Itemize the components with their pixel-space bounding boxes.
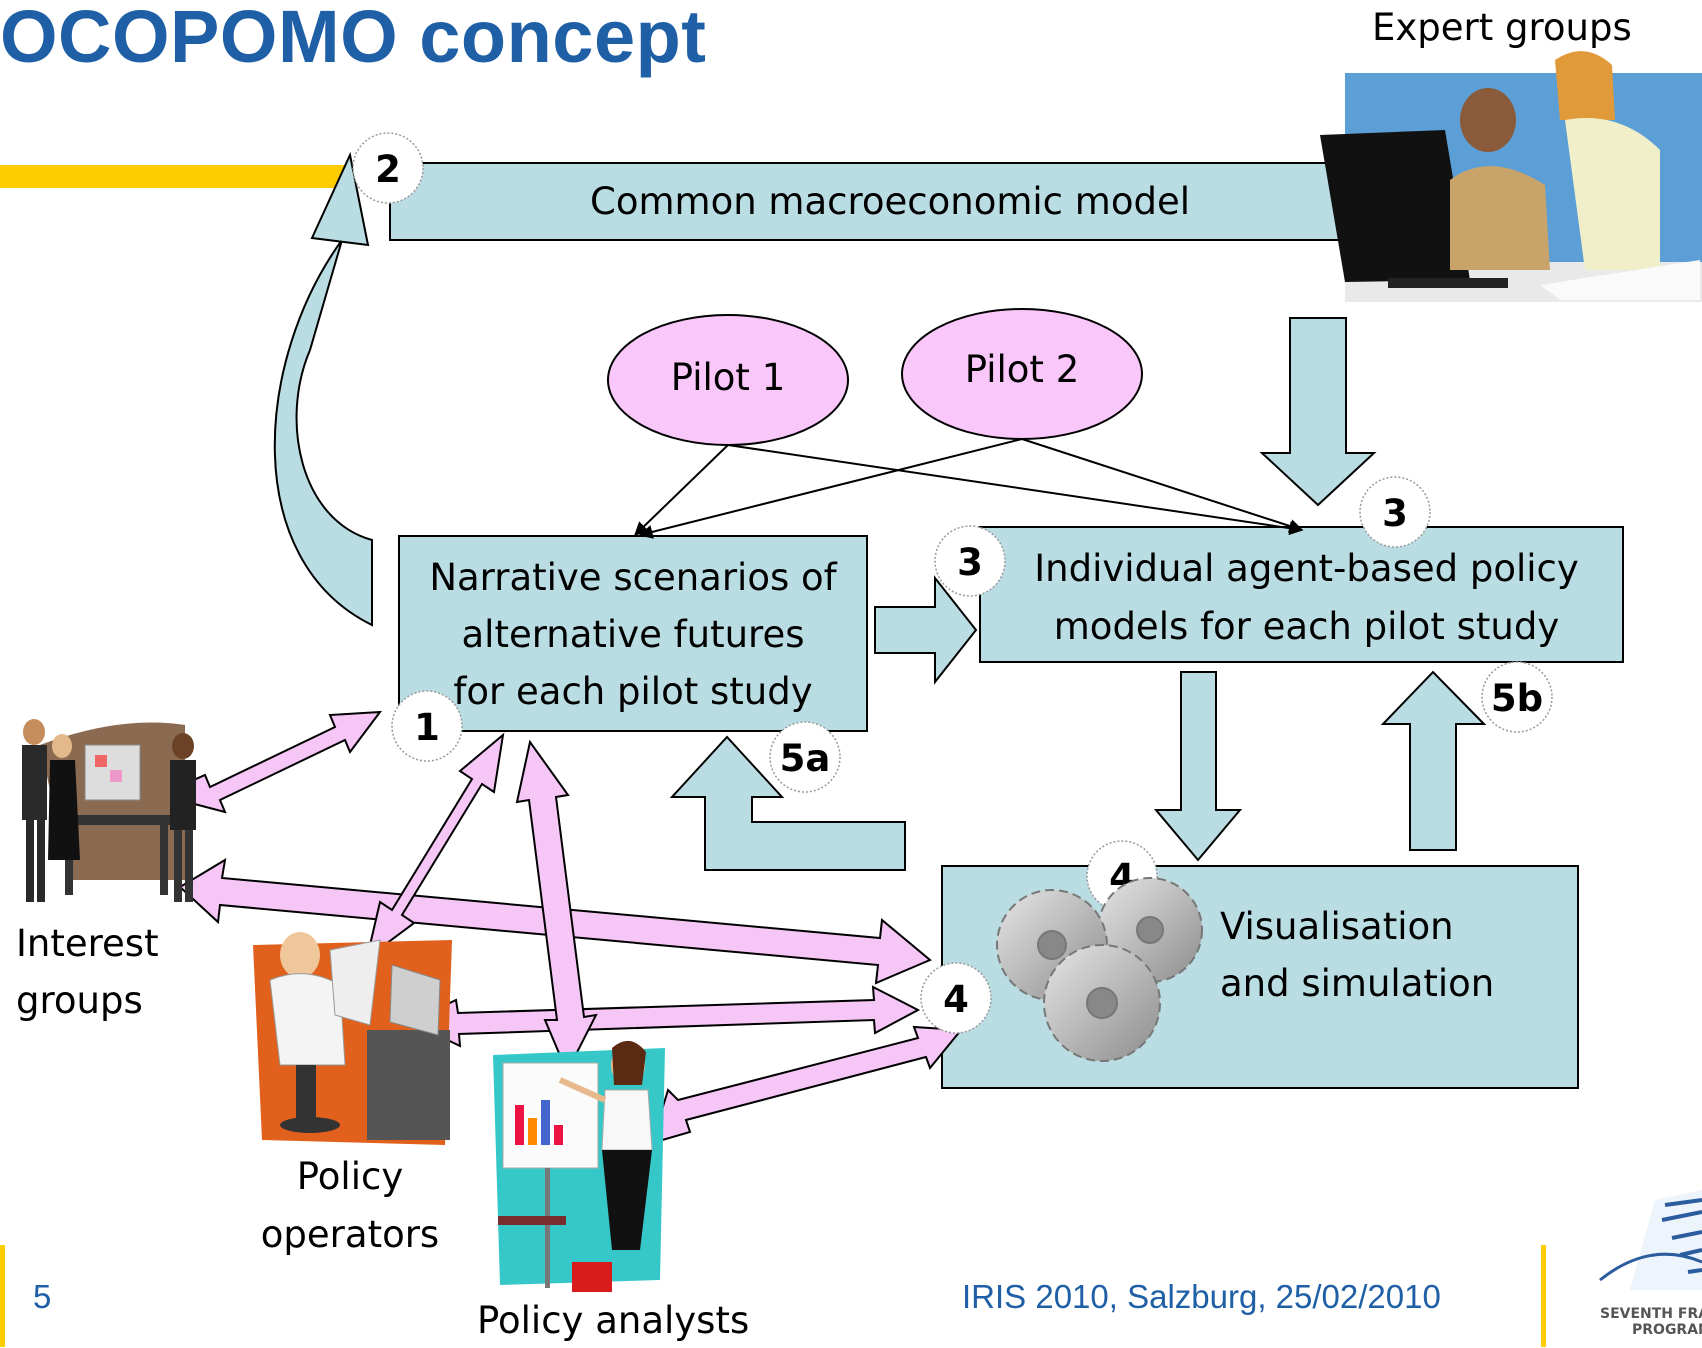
step-circle-5b xyxy=(1481,661,1553,733)
pink-arrow-operators-visualisation xyxy=(407,985,921,1048)
step-label-5a: 5a xyxy=(780,737,831,780)
pink-arrow-interest-narrative xyxy=(156,710,383,814)
footer-accent-right xyxy=(1541,1245,1546,1347)
narrative-line1: Narrative scenarios of xyxy=(429,556,837,599)
footer-accent-left xyxy=(0,1245,5,1347)
step-circle-1 xyxy=(391,690,463,762)
box-narrative xyxy=(398,535,868,732)
fp7-logo-line1: SEVENTH FRAMEWORK xyxy=(1600,1306,1702,1322)
gears-illustration xyxy=(996,877,1203,1062)
visualisation-line1: Visualisation xyxy=(1220,905,1454,948)
policy-operators-label: Policy operators xyxy=(240,1148,460,1264)
step-label-1: 1 xyxy=(414,706,440,749)
interest-groups-line1: Interest xyxy=(16,922,159,965)
arrow-narrative-to-agent xyxy=(874,575,978,685)
visualisation-label: Visualisation and simulation xyxy=(1220,898,1494,1012)
step-label-3a: 3 xyxy=(1382,492,1408,535)
agent-models-line2: models for each pilot study xyxy=(1053,605,1560,648)
narrative-line2: alternative futures xyxy=(461,613,805,656)
narrative-label: Narrative scenarios of alternative futur… xyxy=(399,549,867,720)
step-circle-5a xyxy=(769,721,841,793)
arrow-visualisation-to-agent xyxy=(1380,670,1487,851)
interest-groups-line2: groups xyxy=(16,979,143,1022)
pilot1-label: Pilot 1 xyxy=(670,356,786,399)
expert-groups-illustration xyxy=(1320,51,1702,302)
policy-operators-line2: operators xyxy=(260,1213,440,1256)
pilot2-label: Pilot 2 xyxy=(964,348,1080,391)
fp7-logo: SEVENTH FRAMEWORK PROGRAMME xyxy=(1599,1190,1702,1338)
narrative-line3: for each pilot study xyxy=(453,670,813,713)
step-label-3b: 3 xyxy=(957,541,983,584)
pink-arrow-operators-narrative xyxy=(365,732,505,961)
fp7-logo-line2: PROGRAMME xyxy=(1632,1322,1702,1338)
common-model-label: Common macroeconomic model xyxy=(590,180,1190,223)
policy-analysts-label: Policy analysts xyxy=(477,1299,750,1342)
curved-arrow-to-common-model xyxy=(273,239,373,627)
agent-models-label: Individual agent-based policy models for… xyxy=(1000,540,1613,656)
step-circle-4b xyxy=(920,962,992,1034)
policy-operators-line1: Policy xyxy=(296,1155,404,1198)
page-number: 5 xyxy=(33,1278,52,1315)
arrow-agent-to-visualisation xyxy=(1153,671,1243,862)
arrow-expert-to-agent xyxy=(1259,317,1377,507)
arrow-visualisation-to-narrative xyxy=(669,735,906,871)
interest-groups-illustration xyxy=(22,719,196,902)
step-label-4b: 4 xyxy=(943,978,969,1021)
pink-arrow-analysts-visualisation xyxy=(650,1025,964,1145)
step-circle-3a xyxy=(1359,476,1431,548)
visualisation-line2: and simulation xyxy=(1220,962,1495,1005)
box-common-model xyxy=(389,162,1431,241)
policy-operators-illustration xyxy=(253,932,452,1145)
policy-analysts-illustration xyxy=(493,1040,665,1292)
slide-title: OCOPOMO concept xyxy=(0,0,707,78)
footer-conference: IRIS 2010, Salzburg, 25/02/2010 xyxy=(962,1278,1441,1315)
agent-models-line1: Individual agent-based policy xyxy=(1034,547,1579,590)
pilot-connector-lines xyxy=(633,438,1304,539)
step-label-5b: 5b xyxy=(1491,677,1543,720)
step-circle-3b xyxy=(934,525,1006,597)
step-circle-2 xyxy=(352,132,424,204)
pink-arrow-analysts-narrative xyxy=(515,739,598,1075)
step-label-2: 2 xyxy=(375,148,401,191)
expert-groups-label: Expert groups xyxy=(1372,6,1632,49)
interest-groups-label: Interest groups xyxy=(16,915,159,1029)
title-accent-bar xyxy=(0,165,345,188)
